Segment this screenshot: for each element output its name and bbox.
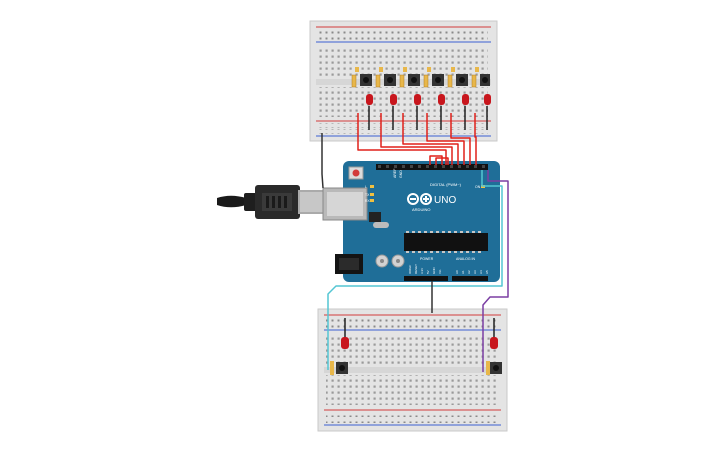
- bottom-components: [330, 318, 502, 375]
- resistor-icon: [427, 67, 431, 72]
- rx-label: RX: [365, 199, 371, 203]
- tx-label: TX: [365, 193, 370, 197]
- v33-label: 3.3V: [420, 268, 424, 274]
- top-components: [351, 67, 491, 130]
- digital-label: DIGITAL (PWM~): [430, 182, 462, 187]
- wire-red-6: [474, 113, 477, 165]
- wire-red-5: [450, 113, 471, 165]
- reset-button[interactable]: [352, 169, 360, 177]
- led-icon: [484, 94, 491, 105]
- resistor-icon: [355, 67, 359, 72]
- analog-pin-label: A5: [485, 270, 489, 274]
- wire-red-3: [402, 113, 459, 165]
- l-label: L: [365, 185, 367, 189]
- analog-pin-label: A1: [461, 270, 465, 274]
- aref-label: AREF: [393, 169, 397, 178]
- wire-red-4: [426, 113, 465, 165]
- led-icon: [341, 337, 349, 349]
- led-icon: [490, 337, 498, 349]
- resistor-icon: [375, 74, 381, 88]
- power-label: POWER: [420, 257, 434, 261]
- resistor-icon: [379, 67, 383, 72]
- resistor-icon: [351, 74, 357, 88]
- led-icon: [414, 94, 421, 105]
- wire-black-top: [321, 133, 324, 189]
- arduino-uno-board[interactable]: AREF GND DIGITAL (PWM~) UNO ARDUINO L TX…: [322, 161, 500, 282]
- led-icon: [390, 94, 397, 105]
- analog-label: ANALOG IN: [456, 257, 476, 261]
- resistor-icon: [447, 74, 453, 88]
- led-icon: [438, 94, 445, 105]
- wires[interactable]: [321, 113, 509, 372]
- wire-cyan: [327, 170, 503, 370]
- v5-label: 5V: [426, 270, 430, 274]
- usb-cable-icon: [217, 185, 326, 219]
- led-icon: [462, 94, 469, 105]
- wire-red-2: [380, 113, 453, 165]
- on-label: ON: [475, 185, 481, 189]
- resistor-icon: [475, 67, 479, 72]
- board-maker: ARDUINO: [412, 207, 430, 212]
- reset-pin-label: RESET: [414, 264, 418, 274]
- gnd-label: GND: [399, 170, 403, 178]
- ioref-label: IOREF: [408, 265, 412, 274]
- board-brand: UNO: [434, 195, 456, 206]
- analog-pin-label: A4: [479, 270, 483, 274]
- resistor-icon: [471, 74, 477, 88]
- resistor-icon: [399, 74, 405, 88]
- vin-label: Vin: [438, 269, 442, 274]
- gnd-pin-label: GND: [432, 267, 436, 275]
- resistor-icon: [423, 74, 429, 88]
- analog-pin-label: A0: [455, 270, 459, 274]
- analog-pin-label: A3: [473, 270, 477, 274]
- wire-purple: [482, 170, 509, 372]
- resistor-icon: [486, 361, 490, 375]
- led-icon: [366, 94, 373, 105]
- resistor-icon: [451, 67, 455, 72]
- arduino-logo-icon: [407, 193, 432, 205]
- breadboard-bottom[interactable]: [317, 308, 508, 432]
- analog-pin-label: A2: [467, 270, 471, 274]
- resistor-icon: [330, 361, 334, 375]
- resistor-icon: [403, 67, 407, 72]
